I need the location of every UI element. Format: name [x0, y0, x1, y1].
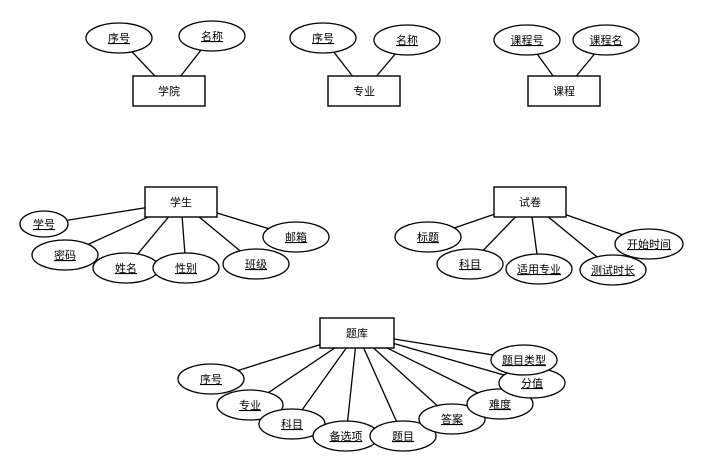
attribute-label: 难度 — [489, 397, 511, 411]
entity-label-paper: 试卷 — [519, 195, 541, 209]
attribute-student-3: 性别 — [152, 252, 220, 284]
entity-box-bank — [319, 317, 395, 349]
attribute-student-2: 姓名 — [92, 252, 160, 284]
attribute-label: 姓名 — [115, 261, 137, 275]
nodes: 学院序号名称专业序号名称课程课程号课程名学生学号密码姓名性别班级邮箱试卷标题科目… — [19, 20, 684, 452]
entity-college: 学院 — [132, 75, 206, 107]
attribute-ellipse — [222, 248, 290, 280]
attribute-label: 标题 — [417, 230, 439, 244]
attribute-label: 序号 — [200, 372, 222, 386]
attribute-ellipse — [394, 221, 462, 253]
attribute-label: 科目 — [281, 417, 303, 431]
attribute-ellipse — [490, 344, 558, 376]
attribute-label: 题目类型 — [502, 353, 546, 367]
attribute-student-1: 密码 — [31, 239, 99, 271]
attribute-ellipse — [19, 210, 69, 238]
attribute-ellipse — [493, 24, 561, 56]
attribute-paper-1: 科目 — [436, 248, 504, 280]
entity-box-college — [132, 75, 206, 107]
attribute-ellipse — [572, 24, 640, 56]
attribute-ellipse — [31, 239, 99, 271]
attribute-label: 答案 — [441, 412, 463, 426]
attribute-label: 适用专业 — [517, 262, 561, 276]
entity-paper: 试卷 — [493, 186, 567, 218]
attribute-ellipse — [262, 221, 330, 253]
attribute-label: 开始时间 — [627, 237, 671, 251]
attribute-label: 序号 — [108, 31, 130, 45]
attribute-student-5: 邮箱 — [262, 221, 330, 253]
attribute-ellipse — [373, 24, 441, 56]
attribute-college-1: 名称 — [178, 20, 246, 52]
attribute-bank-2: 科目 — [258, 408, 326, 440]
connector-bank-4 — [356, 332, 404, 437]
attribute-label: 序号 — [312, 31, 334, 45]
attribute-major-0: 序号 — [289, 22, 357, 54]
attribute-label: 名称 — [396, 33, 418, 47]
attribute-label: 题目 — [392, 430, 414, 443]
attribute-ellipse — [289, 22, 357, 54]
attribute-ellipse — [177, 363, 245, 395]
attribute-bank-3: 备选项 — [312, 420, 380, 452]
attribute-ellipse — [152, 252, 220, 284]
attribute-ellipse — [418, 403, 486, 435]
attribute-label: 学号 — [33, 217, 55, 231]
attribute-paper-4: 开始时间 — [614, 228, 684, 260]
attribute-ellipse — [178, 20, 246, 52]
attribute-label: 班级 — [245, 258, 267, 271]
entity-box-major — [327, 75, 401, 107]
connector-bank-3 — [345, 332, 358, 437]
attribute-paper-2: 适用专业 — [505, 253, 573, 285]
attribute-bank-8: 题目类型 — [490, 344, 558, 376]
attribute-bank-1: 专业 — [216, 389, 284, 421]
attribute-label: 备选项 — [330, 429, 363, 443]
attribute-ellipse — [614, 228, 684, 260]
attribute-ellipse — [85, 22, 153, 54]
attribute-paper-3: 测试时长 — [579, 254, 647, 286]
entity-bank: 题库 — [319, 317, 395, 349]
attribute-ellipse — [505, 253, 573, 285]
attribute-bank-4: 题目 — [369, 420, 437, 452]
attribute-bank-0: 序号 — [177, 363, 245, 395]
entity-label-college: 学院 — [158, 84, 180, 98]
entity-student: 学生 — [144, 186, 218, 218]
entity-box-paper — [493, 186, 567, 218]
attribute-bank-5: 答案 — [418, 403, 486, 435]
entity-label-bank: 题库 — [346, 327, 368, 340]
attribute-label: 分值 — [521, 377, 543, 390]
attribute-label: 名称 — [201, 29, 223, 43]
attribute-course-0: 课程号 — [493, 24, 561, 56]
attribute-ellipse — [369, 420, 437, 452]
entity-box-student — [144, 186, 218, 218]
entity-label-student: 学生 — [170, 195, 192, 209]
entity-box-course — [527, 75, 601, 107]
attribute-label: 课程名 — [590, 33, 623, 47]
attribute-college-0: 序号 — [85, 22, 153, 54]
attribute-label: 性别 — [175, 261, 197, 275]
attribute-course-1: 课程名 — [572, 24, 640, 56]
attribute-label: 专业 — [239, 398, 261, 412]
attribute-label: 密码 — [54, 248, 76, 262]
attribute-ellipse — [579, 254, 647, 286]
attribute-ellipse — [436, 248, 504, 280]
attribute-ellipse — [216, 389, 284, 421]
attribute-major-1: 名称 — [373, 24, 441, 56]
entity-label-major: 专业 — [353, 84, 375, 98]
attribute-label: 测试时长 — [591, 264, 635, 277]
attribute-student-0: 学号 — [19, 210, 69, 238]
entity-major: 专业 — [327, 75, 401, 107]
attribute-label: 科目 — [459, 257, 481, 271]
entity-label-course: 课程 — [553, 85, 575, 98]
attribute-paper-0: 标题 — [394, 221, 462, 253]
attribute-student-4: 班级 — [222, 248, 290, 280]
attribute-label: 邮箱 — [285, 230, 307, 244]
attribute-label: 课程号 — [511, 34, 544, 47]
entity-course: 课程 — [527, 75, 601, 107]
